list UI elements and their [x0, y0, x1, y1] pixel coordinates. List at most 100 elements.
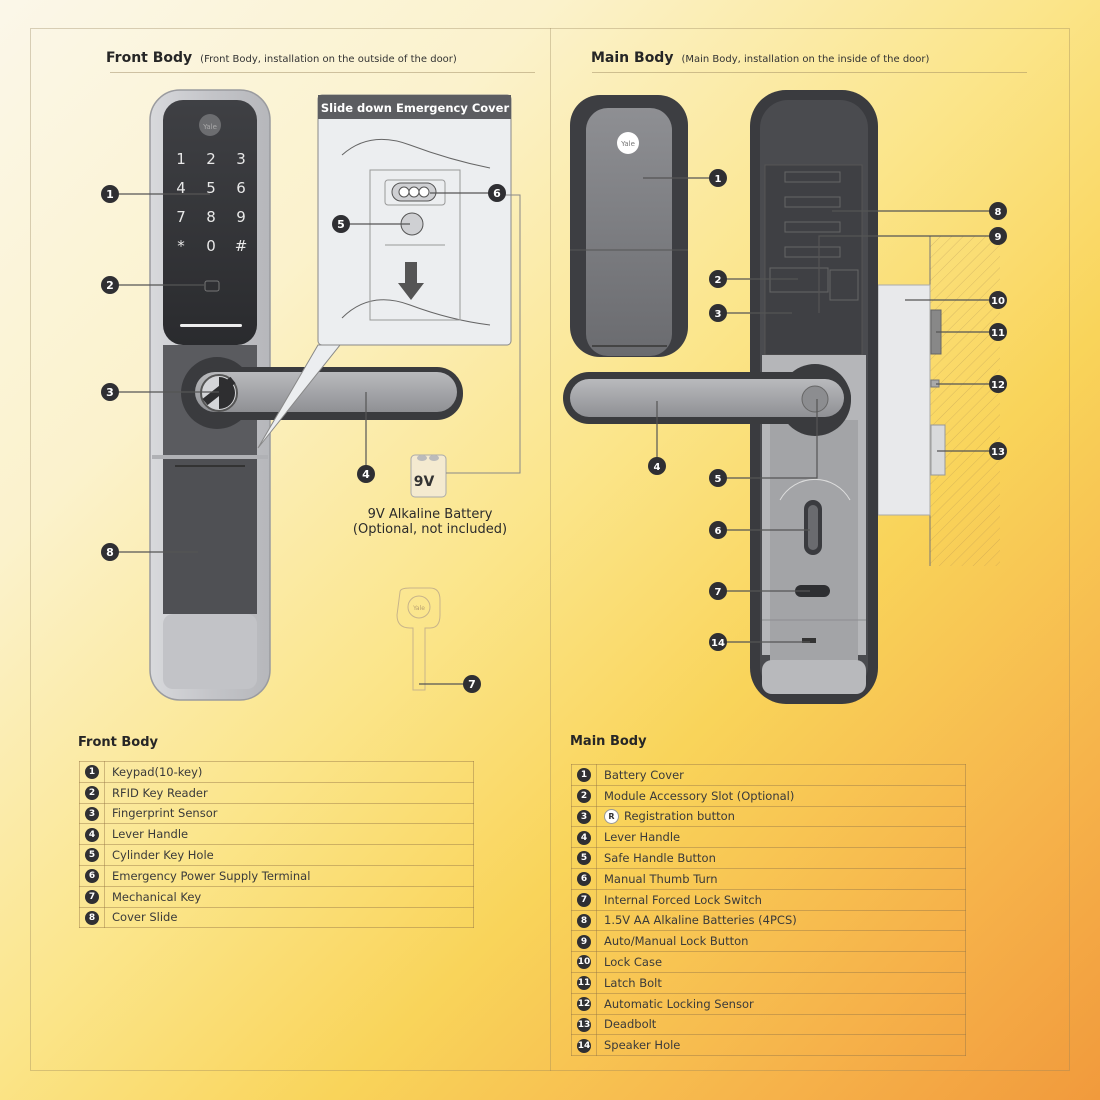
legend-label: Emergency Power Supply Terminal [104, 864, 474, 887]
legend-label: Latch Bolt [596, 971, 966, 994]
svg-text:11: 11 [991, 328, 1005, 339]
lock-case-and-door [877, 236, 1000, 566]
main-leader-lines [643, 177, 998, 643]
section-divider [550, 28, 551, 1071]
lock-diagram: Yale 1 2 3 4 5 6 7 8 9 * 0 # [101, 89, 1007, 704]
svg-text:3: 3 [715, 309, 722, 320]
svg-text:13: 13 [991, 447, 1005, 458]
legend-label: 1.5V AA Alkaline Batteries (4PCS) [596, 909, 966, 932]
svg-text:1: 1 [106, 188, 114, 201]
legend-row: 7 Internal Forced Lock Switch [571, 888, 966, 911]
page-frame [30, 28, 1070, 1071]
svg-text:Yale: Yale [412, 605, 425, 612]
number-badge: 14 [577, 1038, 591, 1053]
aa-batteries [784, 171, 841, 258]
main-title-rule [592, 72, 1027, 73]
svg-text:9: 9 [236, 208, 246, 226]
svg-text:7: 7 [176, 208, 186, 226]
svg-text:5: 5 [206, 179, 216, 197]
svg-text:#: # [235, 237, 248, 255]
svg-text:4: 4 [654, 462, 661, 473]
number-badge: 8 [577, 913, 591, 928]
legend-row: 6 Emergency Power Supply Terminal [79, 864, 474, 887]
legend-row: 5 Safe Handle Button [571, 847, 966, 869]
legend-label: Cover Slide [104, 906, 474, 929]
number-badge: 6 [85, 869, 99, 884]
svg-text:Slide down Emergency Cover: Slide down Emergency Cover [321, 101, 510, 115]
legend-label: Automatic Locking Sensor [596, 992, 966, 1015]
svg-text:0: 0 [206, 237, 216, 255]
main-body-heading: Main Body(Main Body, installation on the… [591, 50, 929, 66]
main-body-title: Main Body [591, 50, 674, 66]
main-callout-badges [648, 169, 1007, 651]
battery-caption-line2: (Optional, not included) [352, 522, 508, 537]
legend-label: Internal Forced Lock Switch [596, 888, 966, 911]
svg-text:4: 4 [362, 468, 370, 481]
legend-label: Safe Handle Button [596, 847, 966, 869]
legend-label: Lever Handle [596, 826, 966, 849]
number-badge: 4 [85, 827, 99, 842]
legend-row: 12 Automatic Locking Sensor [571, 992, 966, 1015]
svg-text:5: 5 [715, 474, 722, 485]
legend-row: 2 RFID Key Reader [79, 781, 474, 804]
svg-text:7: 7 [468, 678, 476, 691]
svg-text:6: 6 [715, 526, 722, 537]
legend-row: 8 Cover Slide [79, 906, 474, 929]
legend-row: 5 Cylinder Key Hole [79, 844, 474, 866]
svg-text:7: 7 [715, 587, 722, 598]
number-badge: 7 [85, 889, 99, 904]
legend-label: Lock Case [596, 951, 966, 973]
legend-label: Manual Thumb Turn [596, 867, 966, 890]
svg-text:6: 6 [236, 179, 246, 197]
svg-text:2: 2 [206, 150, 216, 168]
number-badge: 7 [577, 892, 591, 907]
number-badge: 10 [577, 955, 591, 970]
svg-text:8: 8 [206, 208, 216, 226]
svg-text:3: 3 [236, 150, 246, 168]
rfid-icon [204, 280, 220, 292]
svg-text:*: * [177, 237, 185, 255]
legend-label: RFID Key Reader [104, 781, 474, 804]
front-callout-badges [101, 184, 506, 693]
svg-text:9: 9 [995, 232, 1002, 243]
main-lever-handle [563, 364, 851, 436]
legend-row: 3 Fingerprint Sensor [79, 802, 474, 825]
number-badge: 3 [85, 806, 99, 821]
main-legend-title: Main Body [570, 734, 647, 749]
svg-text:8: 8 [995, 207, 1002, 218]
number-badge: 5 [85, 848, 99, 863]
svg-text:Yale: Yale [620, 140, 635, 148]
battery-caption: 9V Alkaline Battery (Optional, not inclu… [350, 507, 510, 537]
legend-label: Cylinder Key Hole [104, 844, 474, 866]
number-badge: 8 [85, 910, 99, 925]
number-badge: 12 [577, 996, 591, 1011]
legend-row: 10 Lock Case [571, 951, 966, 973]
svg-text:10: 10 [991, 296, 1005, 307]
svg-text:2: 2 [715, 275, 722, 286]
front-body-subtitle: (Front Body, installation on the outside… [200, 54, 457, 65]
number-badge: 13 [577, 1017, 591, 1032]
number-badge: 5 [577, 851, 591, 866]
keypad: 1 2 3 4 5 6 7 8 9 * 0 # [176, 150, 247, 255]
legend-label: Auto/Manual Lock Button [596, 930, 966, 953]
front-legend-title: Front Body [78, 735, 159, 750]
number-badge: 2 [577, 788, 591, 803]
svg-text:1: 1 [715, 174, 722, 185]
legend-label: Battery Cover [596, 764, 966, 786]
legend-label: Speaker Hole [596, 1034, 966, 1057]
number-badge: 2 [85, 785, 99, 800]
legend-row: 8 1.5V AA Alkaline Batteries (4PCS) [571, 909, 966, 932]
svg-text:14: 14 [711, 638, 725, 649]
legend-label: Fingerprint Sensor [104, 802, 474, 825]
